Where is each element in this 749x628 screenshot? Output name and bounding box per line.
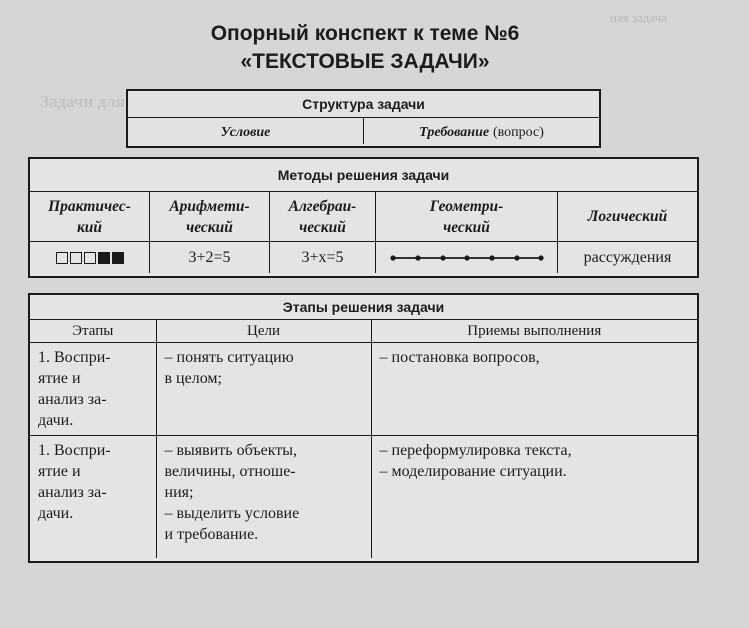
filled-square-icon	[97, 251, 110, 264]
requirement-note: (вопрос)	[492, 125, 544, 140]
stages-heading: Этапы решения задачи	[30, 295, 697, 320]
method-logical-name: Логический	[558, 192, 697, 242]
method-name: Практичес- кий	[48, 197, 131, 236]
empty-square-icon	[55, 251, 68, 264]
method-algebraic-name: Алгебраи- ческий	[270, 192, 376, 242]
logical-example: рассуждения	[558, 242, 697, 273]
structure-heading: Структура задачи	[128, 91, 599, 118]
empty-square-icon	[69, 251, 82, 264]
number-line-icon	[389, 254, 544, 261]
methods-grid: Практичес- кий Арифмети- ческий Алгебраи…	[30, 192, 697, 273]
title-line-1: Опорный конспект к теме №6	[210, 22, 520, 45]
arithmetic-example: 3+2=5	[150, 242, 270, 273]
method-practical-name: Практичес- кий	[30, 192, 150, 242]
column-header-stages: Этапы	[30, 320, 157, 343]
goals-cell: – выявить объекты, величины, отноше- ния…	[155, 435, 372, 558]
structure-row: Условие Требование (вопрос)	[128, 118, 599, 144]
methods-cell: – переформулировка текста, – моделирован…	[370, 435, 697, 558]
table-row: 1. Воспри- ятие и анализ за- дачи. – выя…	[30, 435, 697, 558]
condition-label: Условие	[220, 125, 271, 140]
methods-heading: Методы решения задачи	[30, 159, 697, 192]
practical-squares	[30, 242, 150, 273]
stage-cell: 1. Воспри- ятие и анализ за- дачи.	[30, 435, 157, 558]
logical-example-text: рассуждения	[583, 248, 672, 266]
method-name: Арифмети- ческий	[169, 197, 250, 236]
empty-square-icon	[83, 251, 96, 264]
method-name: Геометри- ческий	[429, 197, 504, 236]
column-header-goals: Цели	[155, 320, 372, 343]
methods-cell: – постановка вопросов,	[370, 342, 697, 436]
structure-requirement: Требование (вопрос)	[364, 118, 599, 144]
method-geometric-name: Геометри- ческий	[376, 192, 558, 242]
stage-cell: 1. Воспри- ятие и анализ за- дачи.	[30, 342, 157, 436]
filled-square-icon	[111, 251, 124, 264]
background-bleed-text: ная задача	[610, 10, 668, 25]
arithmetic-example-text: 3+2=5	[188, 248, 231, 266]
stages-header-row: Этапы Цели Приемы выполнения	[30, 320, 697, 343]
page-title: Опорный конспект к теме №6 «ТЕКСТОВЫЕ ЗА…	[150, 20, 580, 76]
goals-cell: – понять ситуацию в целом;	[155, 342, 372, 436]
column-header-methods: Приемы выполнения	[370, 320, 697, 343]
title-line-2: «ТЕКСТОВЫЕ ЗАДАЧИ»	[240, 50, 490, 73]
table-row: 1. Воспри- ятие и анализ за- дачи. – пон…	[30, 342, 697, 436]
methods-box: Методы решения задачи Практичес- кий Ари…	[28, 157, 699, 278]
structure-condition: Условие	[128, 118, 364, 144]
algebraic-example-text: 3+x=5	[301, 248, 344, 266]
stages-table: Этапы Цели Приемы выполнения 1. Воспри- …	[30, 320, 697, 558]
requirement-label: Требование	[419, 125, 490, 140]
stages-box: Этапы решения задачи Этапы Цели Приемы в…	[28, 293, 699, 563]
algebraic-example: 3+x=5	[270, 242, 376, 273]
structure-box: Структура задачи Условие Требование (воп…	[126, 89, 601, 148]
method-name: Алгебраи- ческий	[288, 197, 357, 236]
geometric-example	[376, 242, 558, 273]
method-name: Логический	[587, 208, 668, 225]
method-arithmetic-name: Арифмети- ческий	[150, 192, 270, 242]
